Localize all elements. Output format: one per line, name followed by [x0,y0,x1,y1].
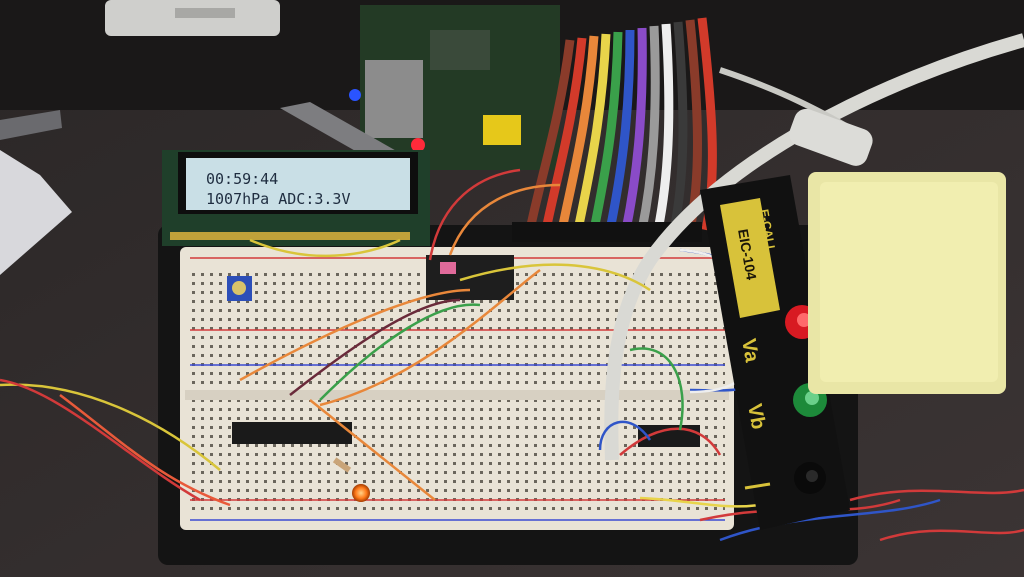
binding-post-label-b: Vb [743,402,769,431]
ic-chip-left [232,422,352,444]
foam-pad-inner [820,182,998,382]
pi-component [430,30,490,70]
white-cable [604,33,1024,461]
jumper-wires [0,168,1024,542]
orange-led [352,484,370,502]
binding-post-label-a: Va [737,337,763,365]
lcd-line-1: 00:59:44 [206,170,278,188]
resistor [332,457,352,473]
ferrite-bead [789,108,873,166]
flat-cable-left [0,110,62,140]
binding-post-label-strip [720,198,780,318]
pi-chip-yellow [483,115,521,145]
ribbon-connector [512,222,702,242]
potentiometer-knob [232,281,246,295]
ground-symbol [744,482,771,490]
ic-chip-right [638,425,700,447]
lcd-line-2: 1007hPa ADC:3.3V [206,190,351,208]
binding-post-green-cap [805,391,819,405]
rainbow-ribbon-cable [525,17,717,231]
pi-usb-port [365,60,423,138]
binding-post-black-cap [806,470,818,482]
binding-post-red-cap [797,313,811,327]
lcd-pin-header [170,232,410,240]
breadboard-center-channel [185,390,729,400]
lcd-screen [186,158,410,210]
blue-led [349,89,361,101]
red-led [411,138,425,152]
paper-sheet [0,150,72,275]
usb-device-slot [175,8,235,18]
sensor-module-chip [440,262,456,274]
